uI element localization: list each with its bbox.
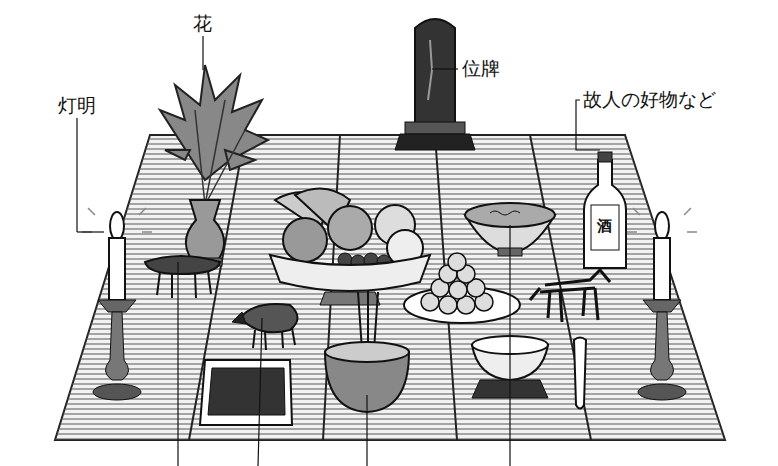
sake-bottle — [584, 152, 626, 268]
part-label: 位牌 — [462, 59, 500, 78]
candle-left — [82, 208, 152, 400]
utensil — [574, 338, 586, 409]
part-label: 灯明 — [58, 96, 96, 115]
candle-right — [627, 208, 697, 400]
mat-seams — [189, 135, 591, 440]
incense-burner — [325, 290, 409, 412]
straw-horse — [530, 270, 610, 322]
straw-mat — [55, 135, 725, 440]
fruit-bowl — [270, 189, 430, 305]
incense-box — [200, 360, 292, 425]
leader-lines — [77, 36, 600, 466]
eggplant-cow — [232, 304, 298, 350]
mat-texture — [55, 135, 725, 440]
part-label: 故人の好物など — [583, 90, 716, 109]
bottle-label: 酒 — [597, 219, 612, 234]
cucumber-horse — [145, 256, 220, 298]
flower-vase — [160, 65, 268, 266]
memorial-tablet — [395, 19, 475, 150]
part-label: 花 — [193, 14, 212, 33]
dango-plate — [404, 253, 520, 323]
